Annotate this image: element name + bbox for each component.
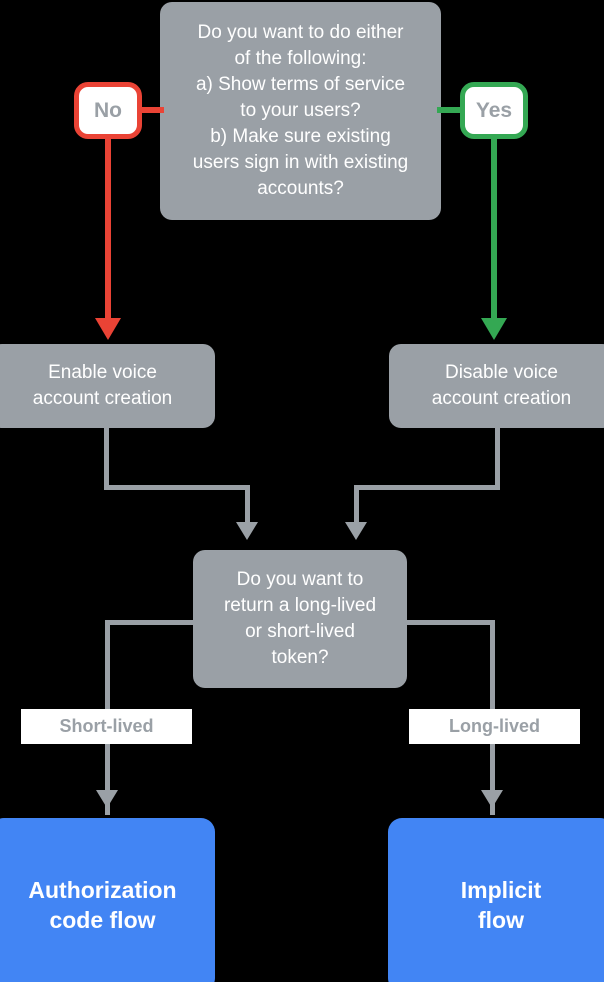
arrowhead-yes	[481, 318, 507, 340]
edge-label-short-lived-text: Short-lived	[59, 716, 154, 736]
decision-node-token-lifetime-question: Do you want to return a long-lived or sh…	[193, 550, 407, 688]
authorization-code-flow-label: Authorization code flow	[28, 877, 177, 933]
arrowhead-long-lived	[481, 790, 503, 808]
connector-enable-horizontal	[104, 485, 250, 490]
connector-yes-horizontal	[437, 107, 465, 113]
connector-disable-to-decision2	[354, 485, 359, 524]
edge-label-yes-text: Yes	[475, 98, 513, 122]
terminal-node-authorization-code-flow: Authorization code flow	[0, 818, 215, 982]
connector-short-lived-horizontal	[105, 620, 197, 625]
process-node-disable-voice-account-creation: Disable voice account creation	[389, 344, 604, 428]
arrowhead-no	[95, 318, 121, 340]
arrowhead-disable-to-decision2	[345, 522, 367, 540]
edge-label-short-lived: Short-lived	[21, 709, 192, 744]
decision-2-label: Do you want to return a long-lived or sh…	[223, 569, 377, 668]
connector-no-vertical	[105, 136, 111, 321]
process-node-enable-voice-account-creation: Enable voice account creation	[0, 344, 215, 428]
edge-label-yes: Yes	[460, 82, 528, 139]
connector-long-lived-horizontal	[403, 620, 495, 625]
arrowhead-enable-to-decision2	[236, 522, 258, 540]
arrowhead-short-lived	[96, 790, 118, 808]
edge-label-no-text: No	[94, 98, 122, 122]
connector-yes-vertical	[491, 136, 497, 321]
decision-node-account-linking-question: Do you want to do either of the followin…	[160, 2, 441, 220]
edge-label-no: No	[74, 82, 142, 139]
implicit-flow-label: Implicit flow	[460, 877, 542, 933]
edge-label-long-lived: Long-lived	[409, 709, 580, 744]
enable-voice-label: Enable voice account creation	[32, 362, 173, 409]
disable-voice-label: Disable voice account creation	[431, 362, 572, 409]
connector-enable-to-decision2	[245, 485, 250, 524]
connector-enable-down	[104, 428, 109, 490]
connector-no-horizontal	[136, 107, 164, 113]
connector-disable-horizontal	[354, 485, 500, 490]
decision-1-label: Do you want to do either of the followin…	[192, 22, 409, 199]
connector-disable-down	[495, 428, 500, 490]
terminal-node-implicit-flow: Implicit flow	[388, 818, 604, 982]
edge-label-long-lived-text: Long-lived	[449, 716, 540, 736]
